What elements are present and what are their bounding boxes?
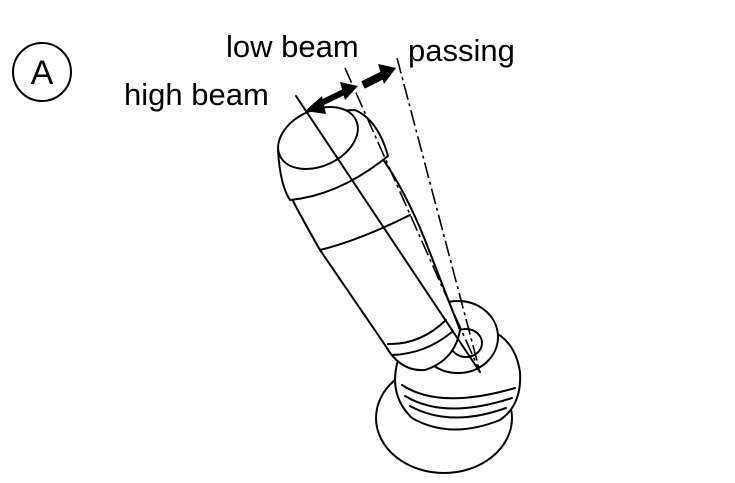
passing-arrow [361, 64, 396, 89]
label-low-beam: low beam [226, 29, 359, 64]
label-high-beam: high beam [124, 77, 269, 112]
marker-letter: A [31, 54, 54, 92]
lever-stalk [277, 106, 461, 372]
label-passing: passing [408, 33, 515, 68]
position-lines [295, 57, 481, 373]
marker-circle: A [12, 42, 72, 102]
high-low-double-arrow [305, 82, 358, 114]
